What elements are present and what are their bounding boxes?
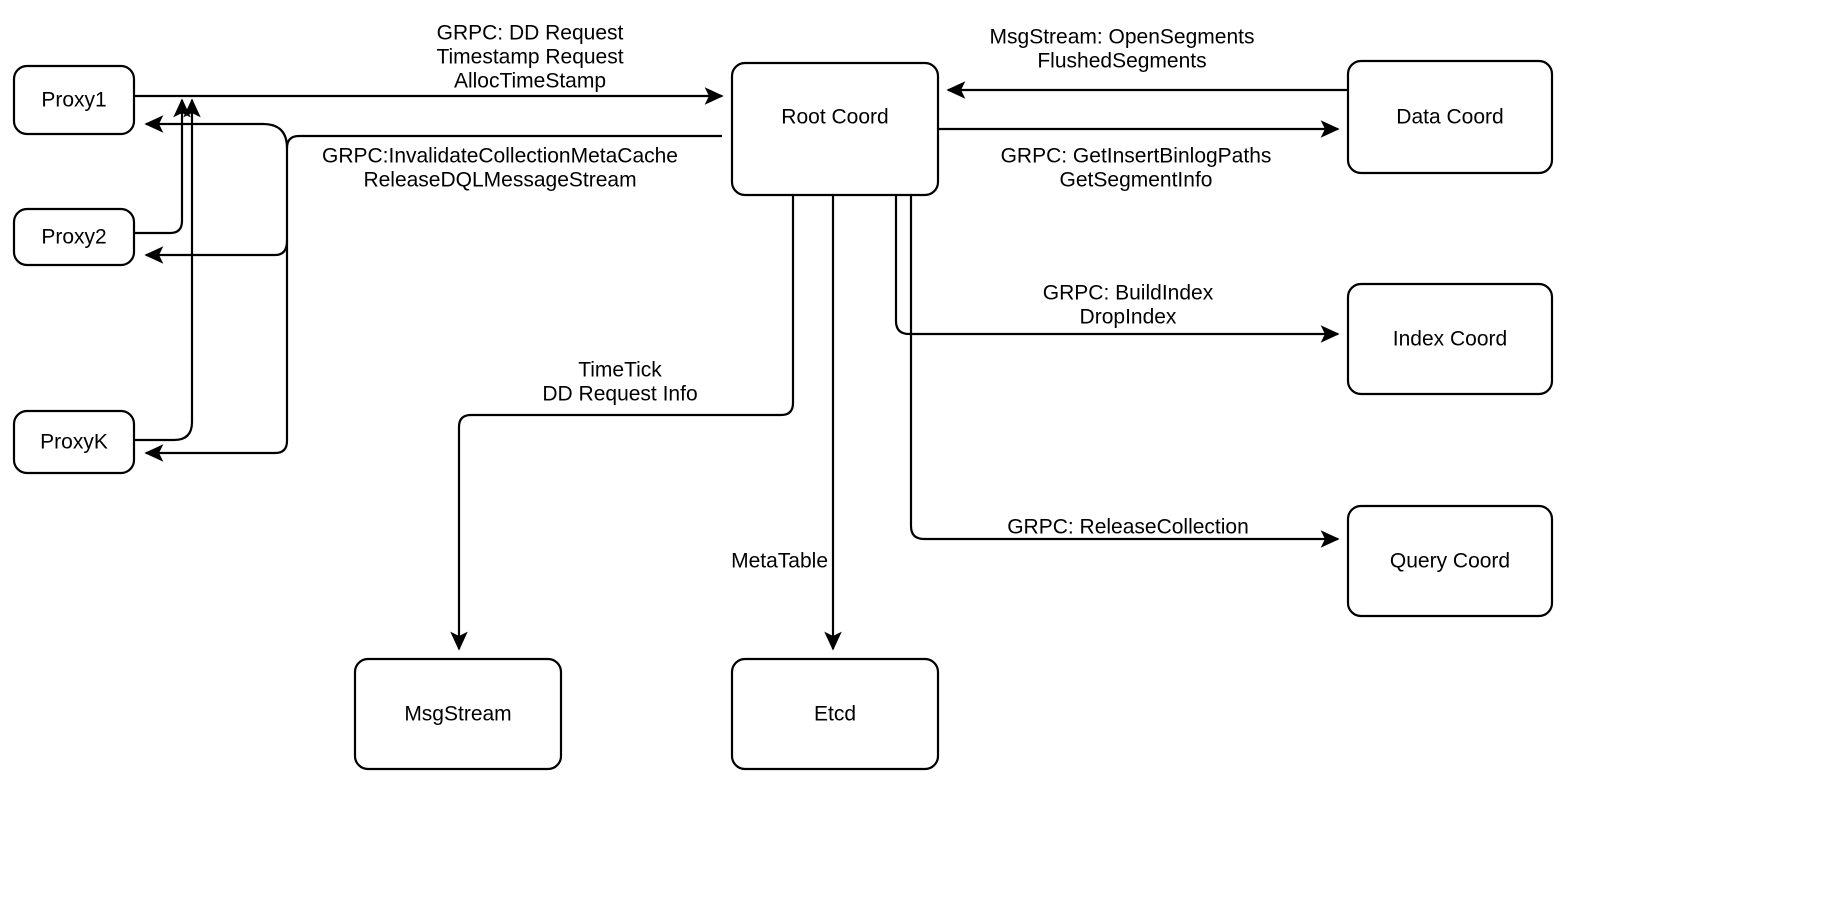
edge-rootcoord-to-msgstream bbox=[450, 195, 795, 651]
node-box[interactable] bbox=[353, 657, 563, 771]
edge-label-line: ReleaseDQLMessageStream bbox=[363, 169, 636, 192]
edge-label-line: TimeTick bbox=[578, 359, 662, 382]
edge-label-line: Timestamp Request bbox=[436, 46, 623, 69]
node-box[interactable] bbox=[1346, 282, 1554, 396]
edge-rootcoord-to-proxies bbox=[144, 115, 722, 462]
node-label-datacoord: Data Coord bbox=[1396, 106, 1503, 129]
edge-label-line: MetaTable bbox=[731, 550, 828, 573]
node-label-proxy1: Proxy1 bbox=[41, 89, 106, 112]
edge-label-datacoord-to-rootcoord: MsgStream: OpenSegments FlushedSegments bbox=[990, 26, 1255, 73]
edge-label-proxy-to-rootcoord: GRPC: DD Request Timestamp Request Alloc… bbox=[436, 22, 623, 93]
node-msgstream[interactable]: MsgStream bbox=[353, 657, 563, 771]
edge-label-line: DropIndex bbox=[1080, 306, 1177, 329]
edge-label-line: AllocTimeStamp bbox=[454, 70, 606, 93]
node-proxyk[interactable]: ProxyK bbox=[12, 409, 136, 475]
edge-rootcoord-to-indexcoord bbox=[894, 195, 1340, 343]
node-proxy2[interactable]: Proxy2 bbox=[12, 207, 136, 267]
edge-label-rootcoord-to-querycoord: GRPC: ReleaseCollection bbox=[1007, 516, 1249, 539]
edge-label-rootcoord-to-indexcoord: GRPC: BuildIndex DropIndex bbox=[1043, 282, 1214, 329]
edge-proxy-to-rootcoord bbox=[134, 87, 724, 442]
node-label-proxyk: ProxyK bbox=[40, 431, 108, 454]
edge-label-line: GRPC: GetInsertBinlogPaths bbox=[1001, 145, 1272, 168]
edge-label-line: GRPC:InvalidateCollectionMetaCache bbox=[322, 145, 678, 168]
edge-label-line: MsgStream: OpenSegments bbox=[990, 26, 1255, 49]
edge-label-line: DD Request Info bbox=[542, 383, 697, 406]
edge-label-rootcoord-to-datacoord: GRPC: GetInsertBinlogPaths GetSegmentInf… bbox=[1001, 145, 1272, 192]
node-etcd[interactable]: Etcd bbox=[730, 657, 940, 771]
node-datacoord[interactable]: Data Coord bbox=[1346, 59, 1554, 175]
edge-label-rootcoord-to-proxies: GRPC:InvalidateCollectionMetaCache Relea… bbox=[322, 145, 678, 192]
node-box[interactable] bbox=[1346, 59, 1554, 175]
edge-label-line: GetSegmentInfo bbox=[1060, 169, 1213, 192]
node-box[interactable] bbox=[1346, 504, 1554, 618]
node-label-msgstream: MsgStream bbox=[404, 703, 511, 726]
node-label-etcd: Etcd bbox=[814, 703, 856, 726]
edge-label-line: GRPC: BuildIndex bbox=[1043, 282, 1214, 305]
edge-label-line: FlushedSegments bbox=[1037, 50, 1206, 73]
node-box[interactable] bbox=[12, 64, 136, 136]
node-rootcoord[interactable]: Root Coord bbox=[730, 61, 940, 197]
node-box[interactable] bbox=[730, 61, 940, 197]
node-indexcoord[interactable]: Index Coord bbox=[1346, 282, 1554, 396]
node-box[interactable] bbox=[12, 409, 136, 475]
node-box[interactable] bbox=[12, 207, 136, 267]
node-label-rootcoord: Root Coord bbox=[781, 106, 888, 129]
node-label-proxy2: Proxy2 bbox=[41, 226, 106, 249]
edge-label-rootcoord-to-etcd: MetaTable bbox=[731, 550, 828, 573]
node-label-querycoord: Query Coord bbox=[1390, 550, 1510, 573]
edge-label-line: GRPC: DD Request bbox=[437, 22, 624, 45]
node-querycoord[interactable]: Query Coord bbox=[1346, 504, 1554, 618]
node-box[interactable] bbox=[730, 657, 940, 771]
edge-rootcoord-to-querycoord bbox=[909, 195, 1340, 548]
edge-label-rootcoord-to-msgstream: TimeTick DD Request Info bbox=[542, 359, 697, 406]
node-label-indexcoord: Index Coord bbox=[1393, 328, 1507, 351]
edge-label-line: GRPC: ReleaseCollection bbox=[1007, 516, 1249, 539]
node-proxy1[interactable]: Proxy1 bbox=[12, 64, 136, 136]
